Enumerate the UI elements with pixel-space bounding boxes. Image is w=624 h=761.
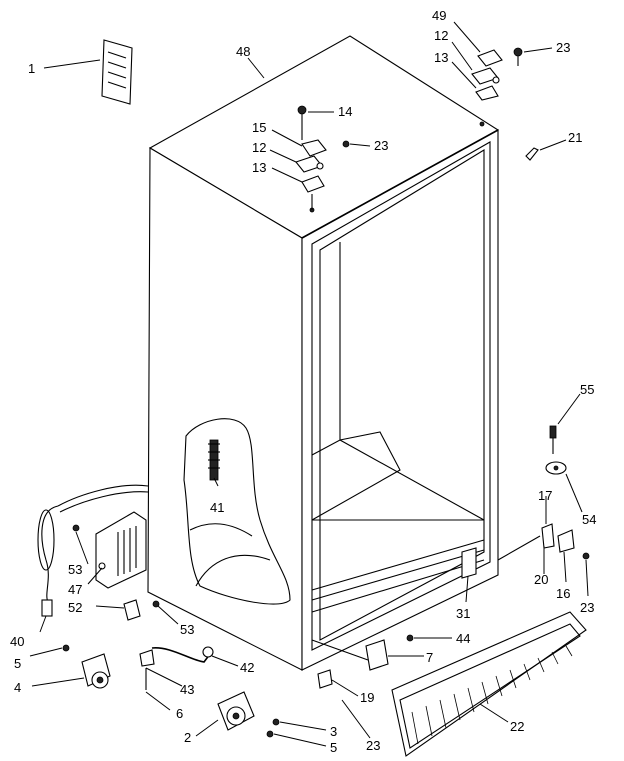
- callout-52: 52: [68, 600, 82, 615]
- callout-53: 53: [180, 622, 194, 637]
- callout-21: 21: [568, 130, 582, 145]
- callout-15: 15: [252, 120, 266, 135]
- part-21: [525, 147, 539, 161]
- callout-49: 49: [432, 8, 446, 23]
- callout-20: 20: [534, 572, 548, 587]
- callout-44: 44: [456, 631, 470, 646]
- roller-2: [217, 691, 280, 738]
- callout-7: 7: [426, 650, 433, 665]
- callout-5: 5: [330, 740, 337, 755]
- callout-23: 23: [366, 738, 380, 753]
- callout-23: 23: [556, 40, 570, 55]
- callout-13: 13: [434, 50, 448, 65]
- callout-13: 13: [252, 160, 266, 175]
- part-19: [317, 669, 333, 689]
- callout-55: 55: [580, 382, 594, 397]
- spring-41: [208, 439, 220, 481]
- callout-31: 31: [456, 606, 470, 621]
- cabinet: [147, 35, 500, 671]
- toe-grille: [391, 611, 587, 757]
- leader-lines: [29, 21, 589, 747]
- callout-6: 6: [176, 706, 183, 721]
- callout-3: 3: [330, 724, 337, 739]
- electrical-box: [72, 511, 147, 589]
- callout-5: 5: [14, 656, 21, 671]
- callout-17: 17: [538, 488, 552, 503]
- right-leveler-parts: [497, 425, 590, 561]
- callout-53: 53: [68, 562, 82, 577]
- callout-23: 23: [580, 600, 594, 615]
- part-1-label-plate: [101, 39, 133, 105]
- callout-48: 48: [236, 44, 250, 59]
- top-hinge-right: [471, 47, 523, 101]
- callout-41: 41: [210, 500, 224, 515]
- callout-23: 23: [374, 138, 388, 153]
- callout-2: 2: [184, 730, 191, 745]
- callout-54: 54: [582, 512, 596, 527]
- callout-14: 14: [338, 104, 352, 119]
- callout-47: 47: [68, 582, 82, 597]
- callout-16: 16: [556, 586, 570, 601]
- callout-1: 1: [28, 61, 35, 76]
- power-cord: [37, 484, 149, 617]
- tube-42: [139, 646, 214, 690]
- roller-4: [62, 644, 111, 689]
- part-31: [461, 547, 477, 579]
- callout-43: 43: [180, 682, 194, 697]
- callout-12: 12: [252, 140, 266, 155]
- part-7: [365, 639, 389, 671]
- part-52: [123, 599, 141, 621]
- callout-22: 22: [510, 719, 524, 734]
- callout-12: 12: [434, 28, 448, 43]
- callout-19: 19: [360, 690, 374, 705]
- callout-40: 40: [10, 634, 24, 649]
- top-hinge-center: [295, 105, 350, 210]
- callouts: 1 48 49 12 13 23 14 15 12 23 13 21 55 41…: [10, 8, 596, 755]
- callout-4: 4: [14, 680, 21, 695]
- callout-42: 42: [240, 660, 254, 675]
